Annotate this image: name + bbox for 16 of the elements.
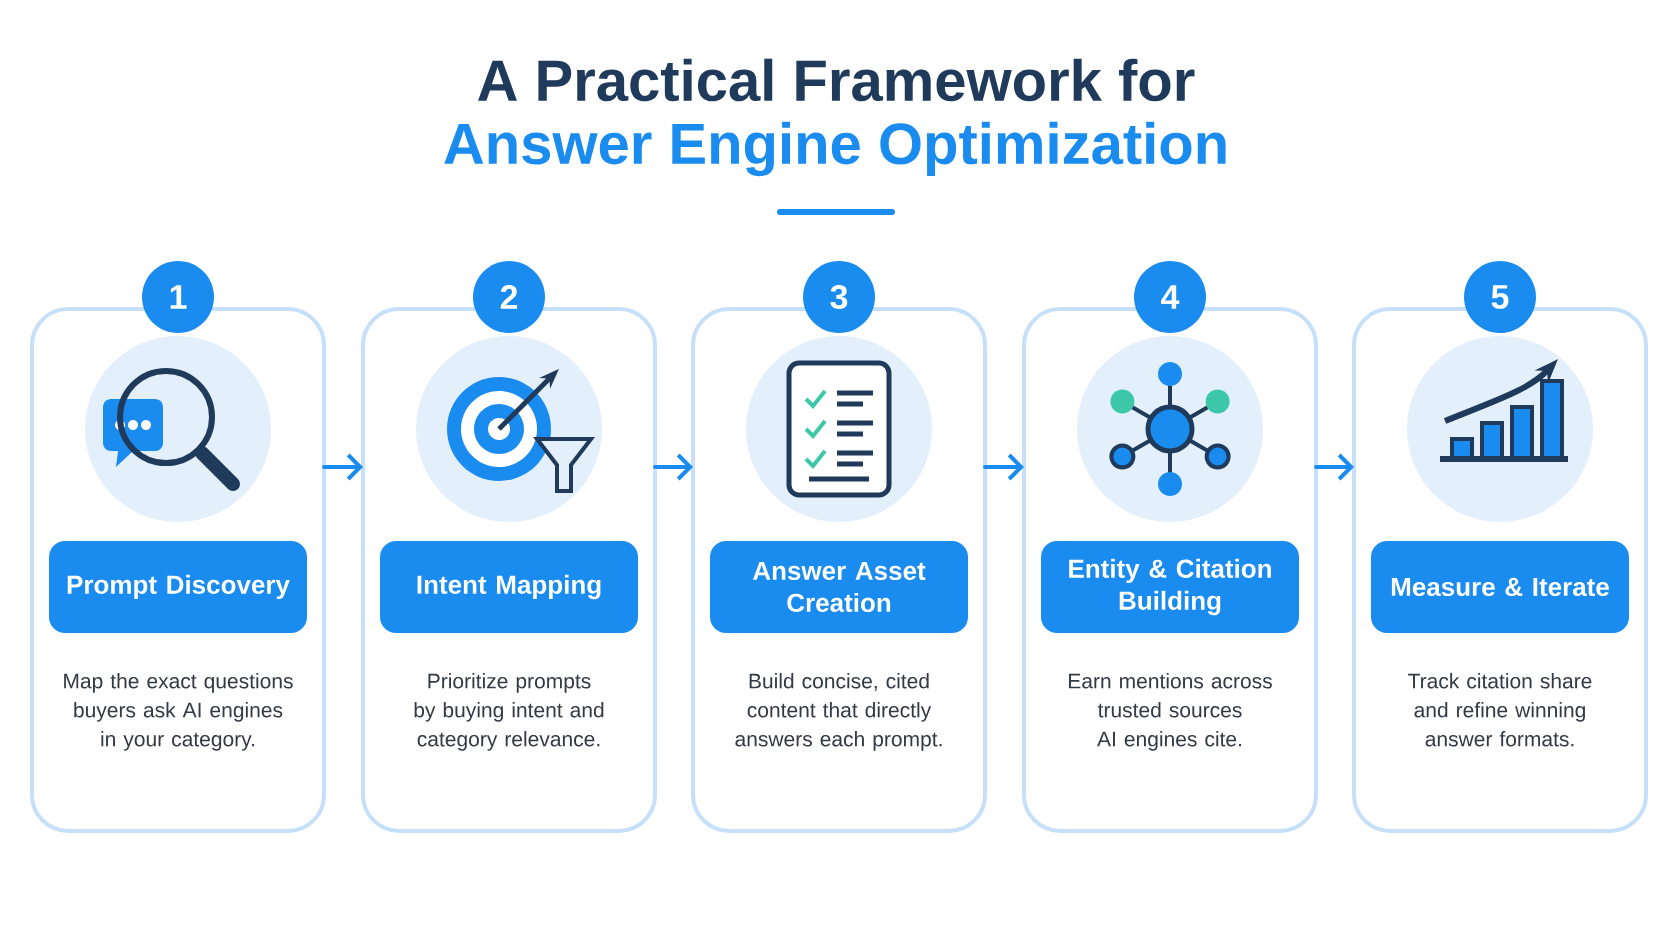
number-badge: 3	[803, 261, 875, 333]
title: A Practical Framework for	[478, 58, 1195, 102]
step-header: Prompt Discovery	[49, 541, 307, 633]
number-badge: 4	[1134, 261, 1206, 333]
step-header: Measure & Iterate	[1371, 541, 1629, 633]
arrow	[322, 453, 363, 481]
number-badge: 2	[473, 261, 545, 333]
step-header: Intent Mapping	[380, 541, 638, 633]
number-badge: 5	[1464, 261, 1536, 333]
arrow	[653, 453, 693, 481]
number-badge: 1	[142, 261, 214, 333]
arrow	[1314, 453, 1354, 481]
step-header: Entity & Citation Building	[1041, 541, 1299, 633]
arrow	[983, 453, 1024, 481]
subtitle: Answer Engine Optimization	[444, 121, 1226, 177]
step-header: Answer Asset Creation	[710, 541, 968, 633]
